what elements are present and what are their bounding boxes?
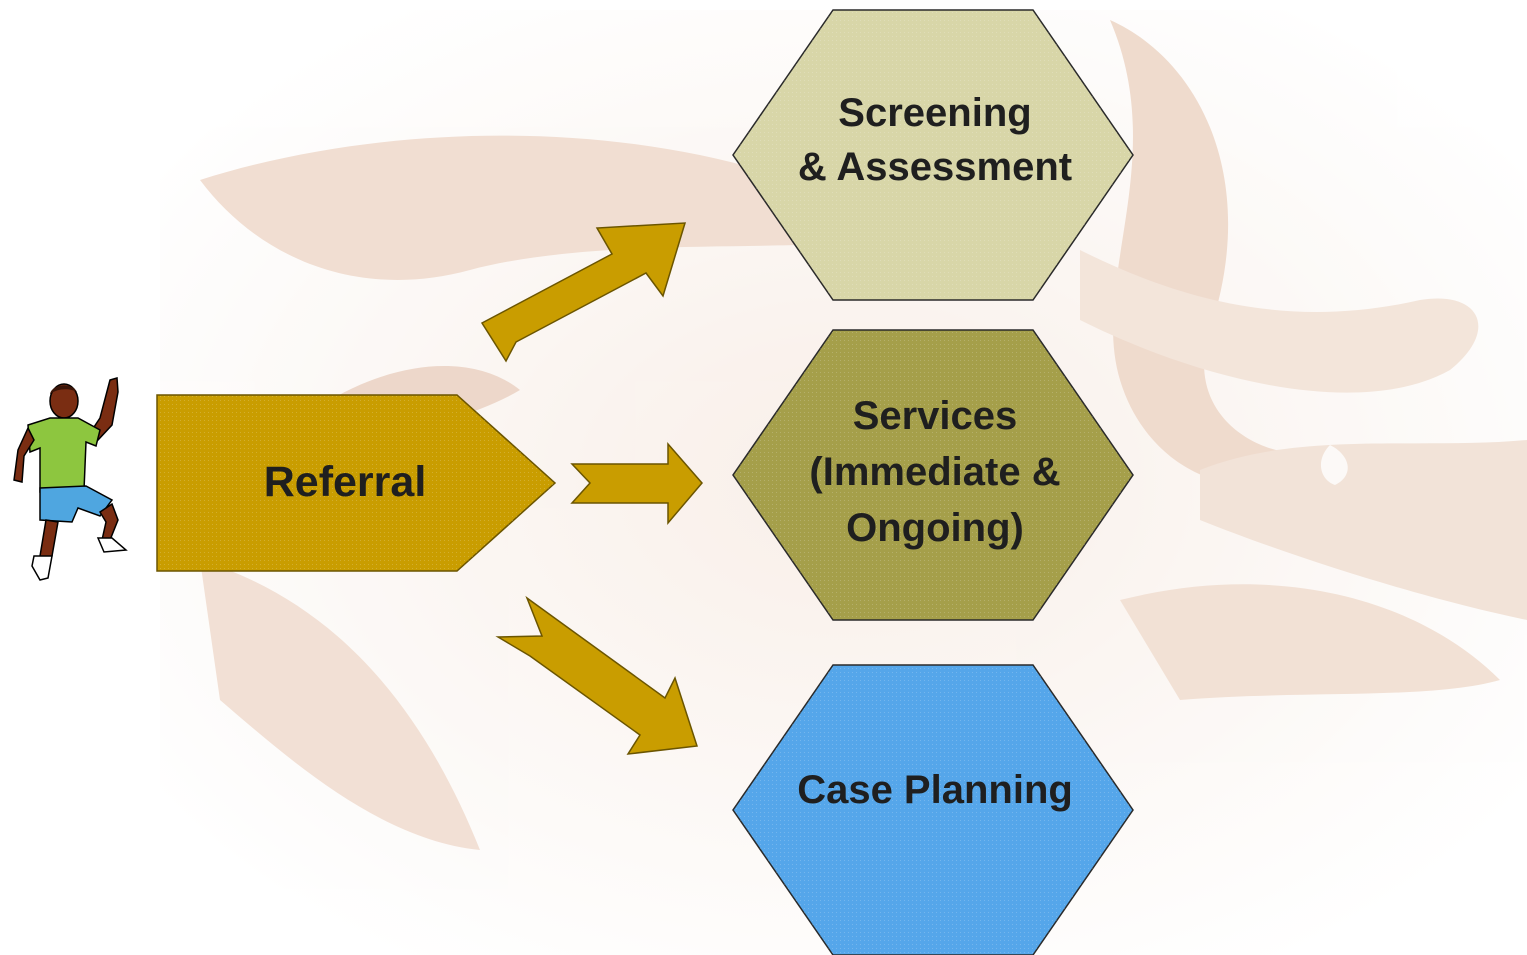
running-person-icon	[13, 377, 128, 581]
arrow-to-case-planning	[495, 595, 698, 755]
screening-assessment-label: Screening & Assessment	[797, 91, 1073, 189]
screening-node	[732, 9, 1134, 301]
referral-node	[156, 394, 557, 572]
services-label: Services (Immediate & Ongoing)	[809, 394, 1061, 550]
arrow-to-screening	[480, 222, 687, 363]
services-node	[732, 329, 1134, 621]
case-planning-label: Case Planning	[797, 768, 1073, 812]
arrow-to-services	[570, 441, 703, 526]
case-planning-node	[732, 664, 1134, 955]
referral-label: Referral	[263, 458, 427, 507]
